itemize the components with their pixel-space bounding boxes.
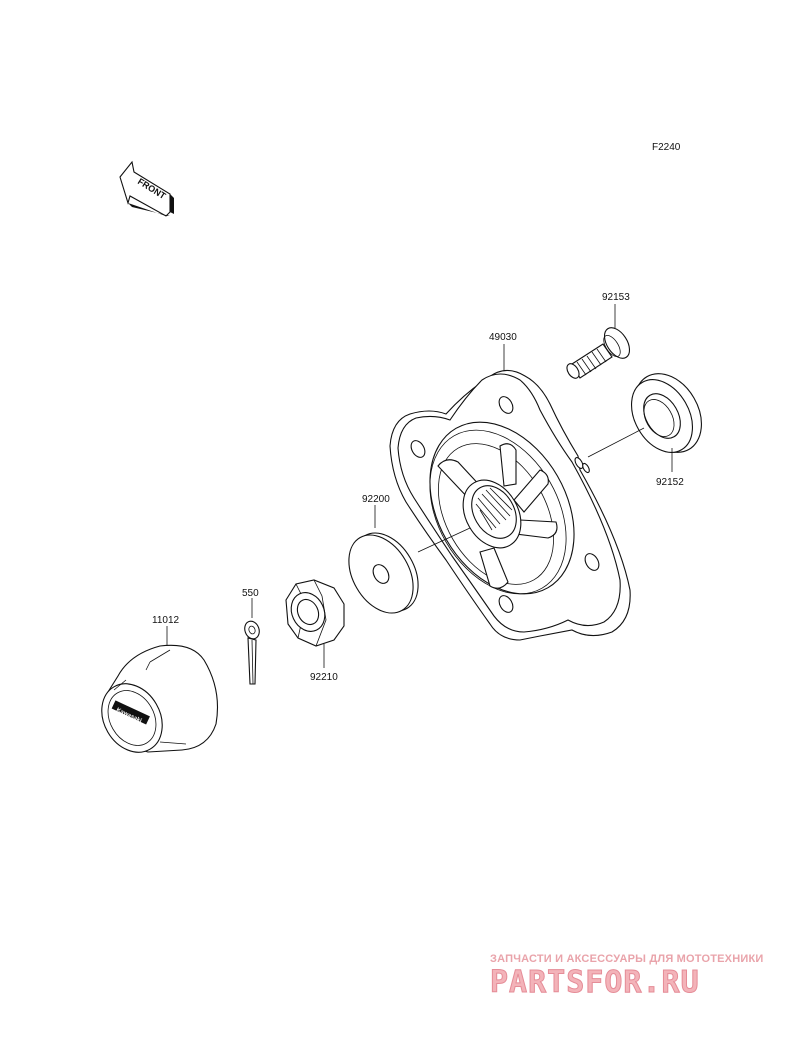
part-11012-hub-cap: Kawasaki (101, 626, 219, 753)
part-label-49030: 49030 (489, 332, 517, 343)
part-label-11012: 11012 (152, 615, 180, 626)
part-49030-wheel-hub (389, 344, 631, 641)
part-92210-hub-nut (285, 579, 345, 668)
part-label-92152: 92152 (656, 477, 684, 488)
part-label-92153: 92153 (602, 292, 630, 303)
figure-code: F2240 (652, 142, 681, 153)
watermark-brand: PARTSFOR.RU (490, 965, 700, 1001)
part-92200-washer (348, 505, 419, 614)
part-550-cotter-pin (244, 598, 260, 685)
part-92153-hub-bolt (566, 304, 631, 379)
front-arrow-icon: FRONT (119, 160, 174, 217)
watermark-tagline: ЗАПЧАСТИ И АКСЕССУАРЫ ДЛЯ МОТОТЕХНИКИ (490, 953, 764, 965)
part-label-92200: 92200 (362, 494, 390, 505)
part-label-550: 550 (242, 588, 259, 599)
part-label-92210: 92210 (310, 672, 338, 683)
part-92152-oil-seal (631, 373, 702, 472)
